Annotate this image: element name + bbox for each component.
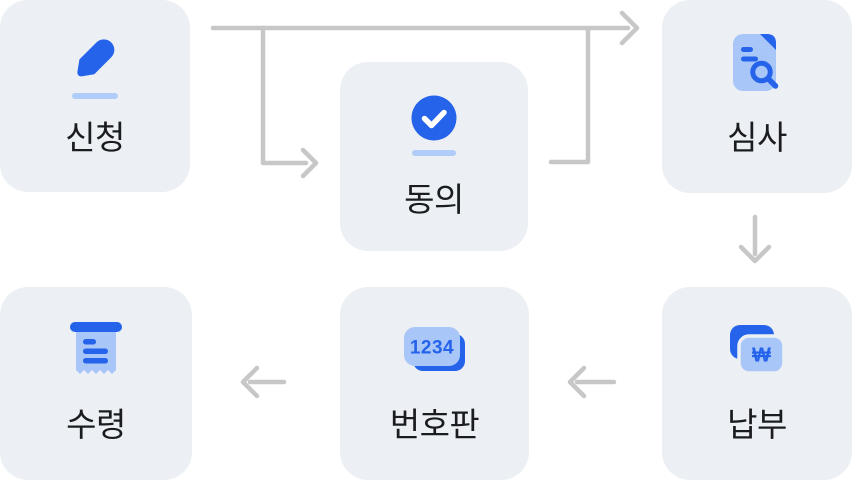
receipt-icon [70,322,122,374]
check-underline-bar [412,149,456,156]
receive-icon-box [69,311,123,389]
connector-apply-to-review-arrowhead [619,10,640,46]
step-label-apply: 신청 [65,119,125,156]
step-card-payment: ₩ 납부 [662,287,852,480]
step-card-apply: 신청 [0,0,190,192]
plate-number-text: 1234 [409,338,453,359]
review-icon-box [731,24,783,102]
connector-plate-to-receive-arrowhead [240,365,260,399]
step-card-consent: 동의 [340,62,528,251]
won-symbol: ₩ [752,345,771,367]
pen-icon [77,38,115,76]
connector-apply-to-consent-arrowhead [300,147,319,179]
step-label-payment: 납부 [727,406,787,443]
step-label-consent: 동의 [404,181,464,218]
apply-icon-box [67,24,123,102]
step-label-plate: 번호판 [389,406,480,443]
connector-review-to-payment-arrowhead [738,244,772,264]
check-circle-icon [411,95,457,140]
step-card-plate: 1234 번호판 [340,287,529,480]
step-label-review: 심사 [727,119,787,156]
connector-apply-to-consent-line [260,25,309,166]
document-search-icon [733,34,779,91]
payment-cards-icon: ₩ [730,325,786,375]
license-plate-icon: 1234 [403,327,465,371]
consent-icon-box [411,86,457,164]
connector-payment-to-plate-arrowhead [567,365,587,399]
pen-underline-bar [72,92,118,99]
payment-icon-box: ₩ [726,311,788,389]
step-card-receive: 수령 [0,287,192,480]
step-label-receive: 수령 [66,406,126,443]
plate-icon-box: 1234 [401,311,469,389]
connector-consent-to-review-line [548,27,591,165]
step-card-review: 심사 [662,0,852,193]
